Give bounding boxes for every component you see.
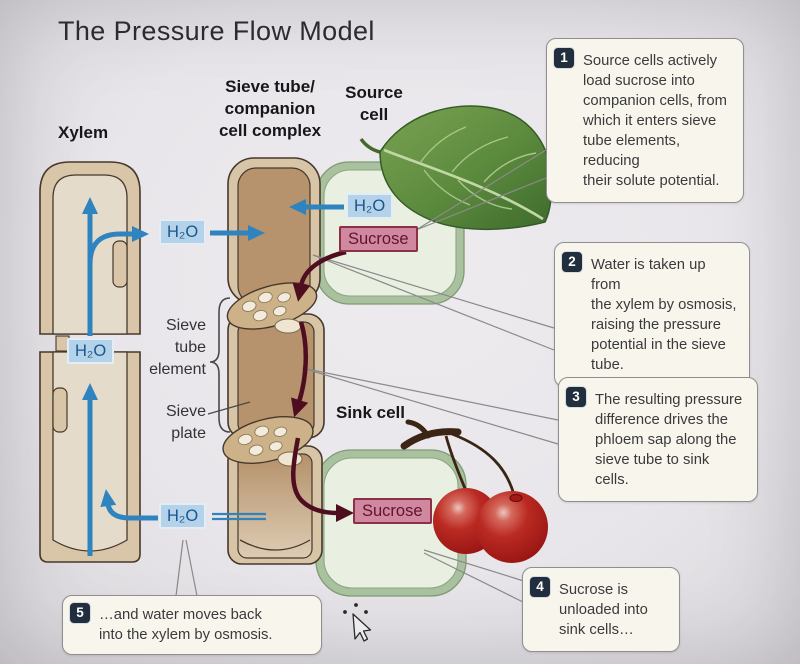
callout-5-water-return: 5 …and water moves back into the xylem b…	[62, 595, 322, 655]
sieve-tube-element-brace	[209, 297, 231, 433]
sieve-tube	[222, 157, 325, 565]
callout-5-text: …and water moves back into the xylem by …	[99, 607, 273, 643]
callout-3-text: The resulting pressure difference drives…	[595, 392, 743, 488]
label-pointers	[207, 297, 251, 433]
h2o-label-xylem-to-sieve: H₂O	[159, 219, 207, 245]
figure-title: The Pressure Flow Model	[58, 16, 375, 46]
phloem-sap-arrows	[291, 249, 354, 522]
callout-2-number-badge: 2	[562, 252, 582, 272]
cherries-illustration	[400, 419, 548, 563]
callout-4-number-badge: 4	[530, 577, 550, 597]
h2o-label-return: H₂O	[159, 503, 207, 529]
xylem-vessel	[39, 161, 141, 563]
callout-4-sucrose-unloading: 4 Sucrose is unloaded into sink cells…	[522, 567, 680, 652]
callout-1-number-badge: 1	[554, 48, 574, 68]
leaf-illustration	[359, 105, 553, 230]
sucrose-label-sink: Sucrose	[353, 498, 432, 524]
callout-1-text: Source cells actively load sucrose into …	[583, 53, 727, 189]
sieve-companion-label: Sieve tube/ companion cell complex	[218, 77, 322, 140]
callout-2-text: Water is taken up from the xylem by osmo…	[591, 257, 737, 373]
h2o-label-xylem: H₂O	[67, 338, 115, 364]
callout-1-source-loading: 1 Source cells actively load sucrose int…	[546, 38, 744, 203]
sink-cell-label: Sink cell	[336, 403, 405, 422]
callout-3-number-badge: 3	[566, 387, 586, 407]
callout-2-water-uptake: 2 Water is taken up from the xylem by os…	[554, 242, 750, 387]
h2o-label-source-cell: H₂O	[346, 193, 394, 219]
callout-4-text: Sucrose is unloaded into sink cells…	[559, 582, 648, 638]
cursor-icon	[343, 603, 372, 642]
sieve-plate-label: Sieve plate	[165, 403, 206, 442]
xylem-label: Xylem	[58, 123, 109, 142]
source-cell-label: Source cell	[345, 83, 403, 124]
water-flow-arrows	[82, 197, 344, 556]
callout-3-pressure-drive: 3 The resulting pressure difference driv…	[558, 377, 758, 502]
sucrose-label-source: Sucrose	[339, 226, 418, 252]
sieve-tube-element-label: Sieve tube element	[149, 317, 206, 378]
callout-pointer-lines	[175, 149, 559, 605]
callout-5-number-badge: 5	[70, 603, 90, 623]
